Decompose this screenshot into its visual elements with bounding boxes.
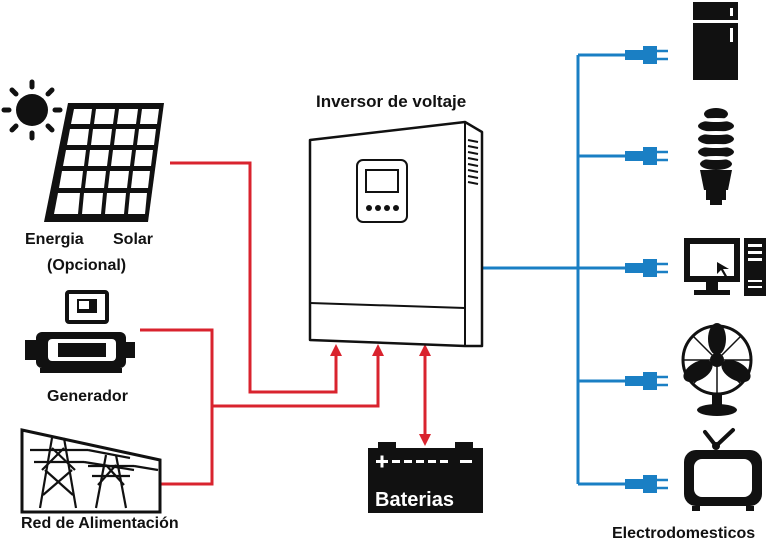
plug-icon xyxy=(625,372,668,390)
diagram-title: Inversor de voltaje xyxy=(316,92,467,111)
battery-label: Baterias xyxy=(375,489,454,511)
solar-label-opcional: (Opcional) xyxy=(47,257,127,274)
solar-wire xyxy=(170,161,342,394)
sun-icon xyxy=(1,79,63,141)
plug-icon xyxy=(625,147,668,165)
solar-panel-icon xyxy=(44,103,164,222)
appliances-label: Electrodomesticos xyxy=(612,525,756,542)
grid-label: Red de Alimentación xyxy=(21,515,179,532)
battery-icon xyxy=(368,442,483,513)
input-wires xyxy=(140,161,431,486)
power-tower-icon xyxy=(20,428,162,514)
solar-label-energia: Energia xyxy=(25,231,84,248)
inverter-icon xyxy=(308,120,484,348)
output-wires xyxy=(482,53,625,486)
refrigerator-icon xyxy=(693,2,738,80)
plug-icon xyxy=(625,46,668,64)
generator-label: Generador xyxy=(47,388,128,405)
cfl-bulb-icon xyxy=(698,108,734,205)
computer-icon xyxy=(684,238,766,296)
generator-icon xyxy=(25,290,135,373)
tv-icon xyxy=(684,428,762,511)
solar-label-solar: Solar xyxy=(113,231,154,248)
grid-wire xyxy=(160,406,214,486)
plug-icon xyxy=(625,475,668,493)
plug-icon xyxy=(625,259,668,277)
fan-icon xyxy=(681,323,753,416)
